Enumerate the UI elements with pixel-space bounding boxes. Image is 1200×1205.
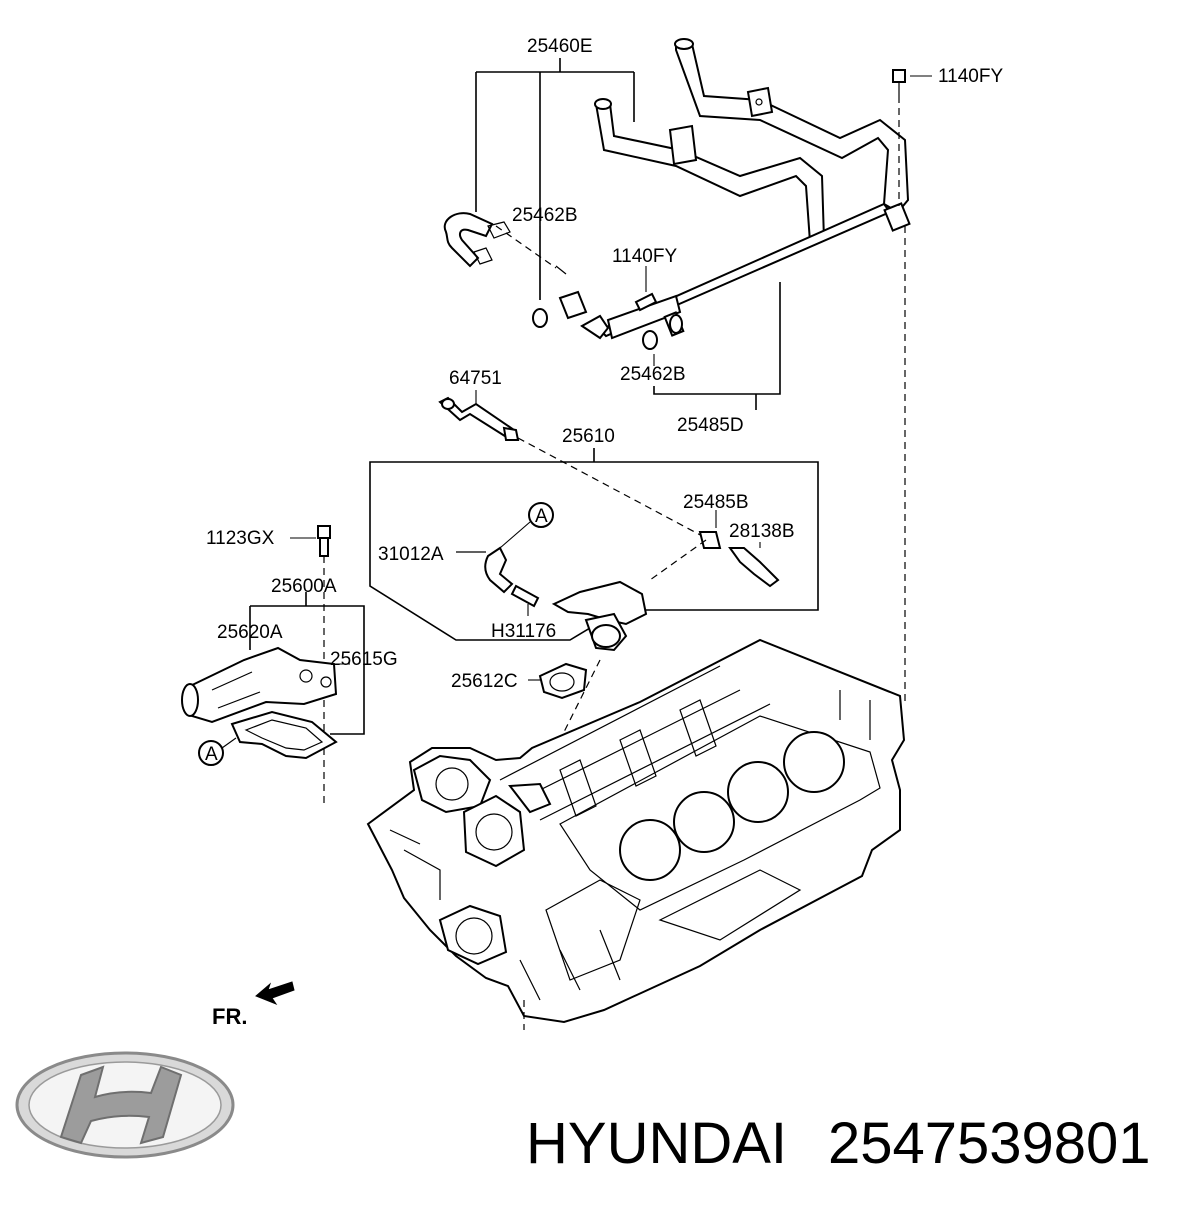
brand-name: HYUNDAI (526, 1111, 787, 1176)
callout-a-circle-top (528, 502, 554, 528)
label-25600A: 25600A (271, 576, 337, 597)
cover-assembly-25600A (181, 525, 365, 806)
front-arrow-icon (255, 981, 295, 1006)
gasket-25612C (528, 659, 601, 741)
label-callout-a-left: A (205, 744, 218, 765)
label-28138B: 28138B (729, 521, 795, 542)
label-1140FY-mid: 1140FY (612, 246, 677, 267)
housing-25610 (369, 448, 819, 652)
label-25462B-top: 25462B (512, 205, 578, 226)
label-25620A: 25620A (217, 622, 283, 643)
callout-a-circle-left (198, 740, 224, 766)
front-arrow (255, 981, 295, 1006)
label-25462B-bottom: 25462B (620, 364, 686, 385)
label-front: FR. (212, 1004, 247, 1029)
label-31012A: 31012A (378, 544, 444, 565)
pipe-assembly-25460E (443, 38, 932, 702)
part-number: 2547539801 (828, 1111, 1151, 1176)
label-25610: 25610 (562, 426, 615, 447)
label-64751: 64751 (449, 368, 502, 389)
label-25485B: 25485B (683, 492, 749, 513)
hyundai-logo-icon (15, 1051, 235, 1159)
engine-block (366, 638, 906, 1030)
label-H31176: H31176 (491, 621, 556, 642)
label-25615G: 25615G (330, 649, 398, 670)
label-25485D: 25485D (677, 415, 744, 436)
label-25460E: 25460E (527, 36, 593, 57)
label-25612C: 25612C (451, 671, 518, 692)
label-1140FY-top: 1140FY (938, 66, 1003, 87)
label-callout-a-top: A (535, 506, 548, 527)
label-1123GX: 1123GX (206, 528, 275, 549)
pipe-64751 (438, 390, 707, 539)
